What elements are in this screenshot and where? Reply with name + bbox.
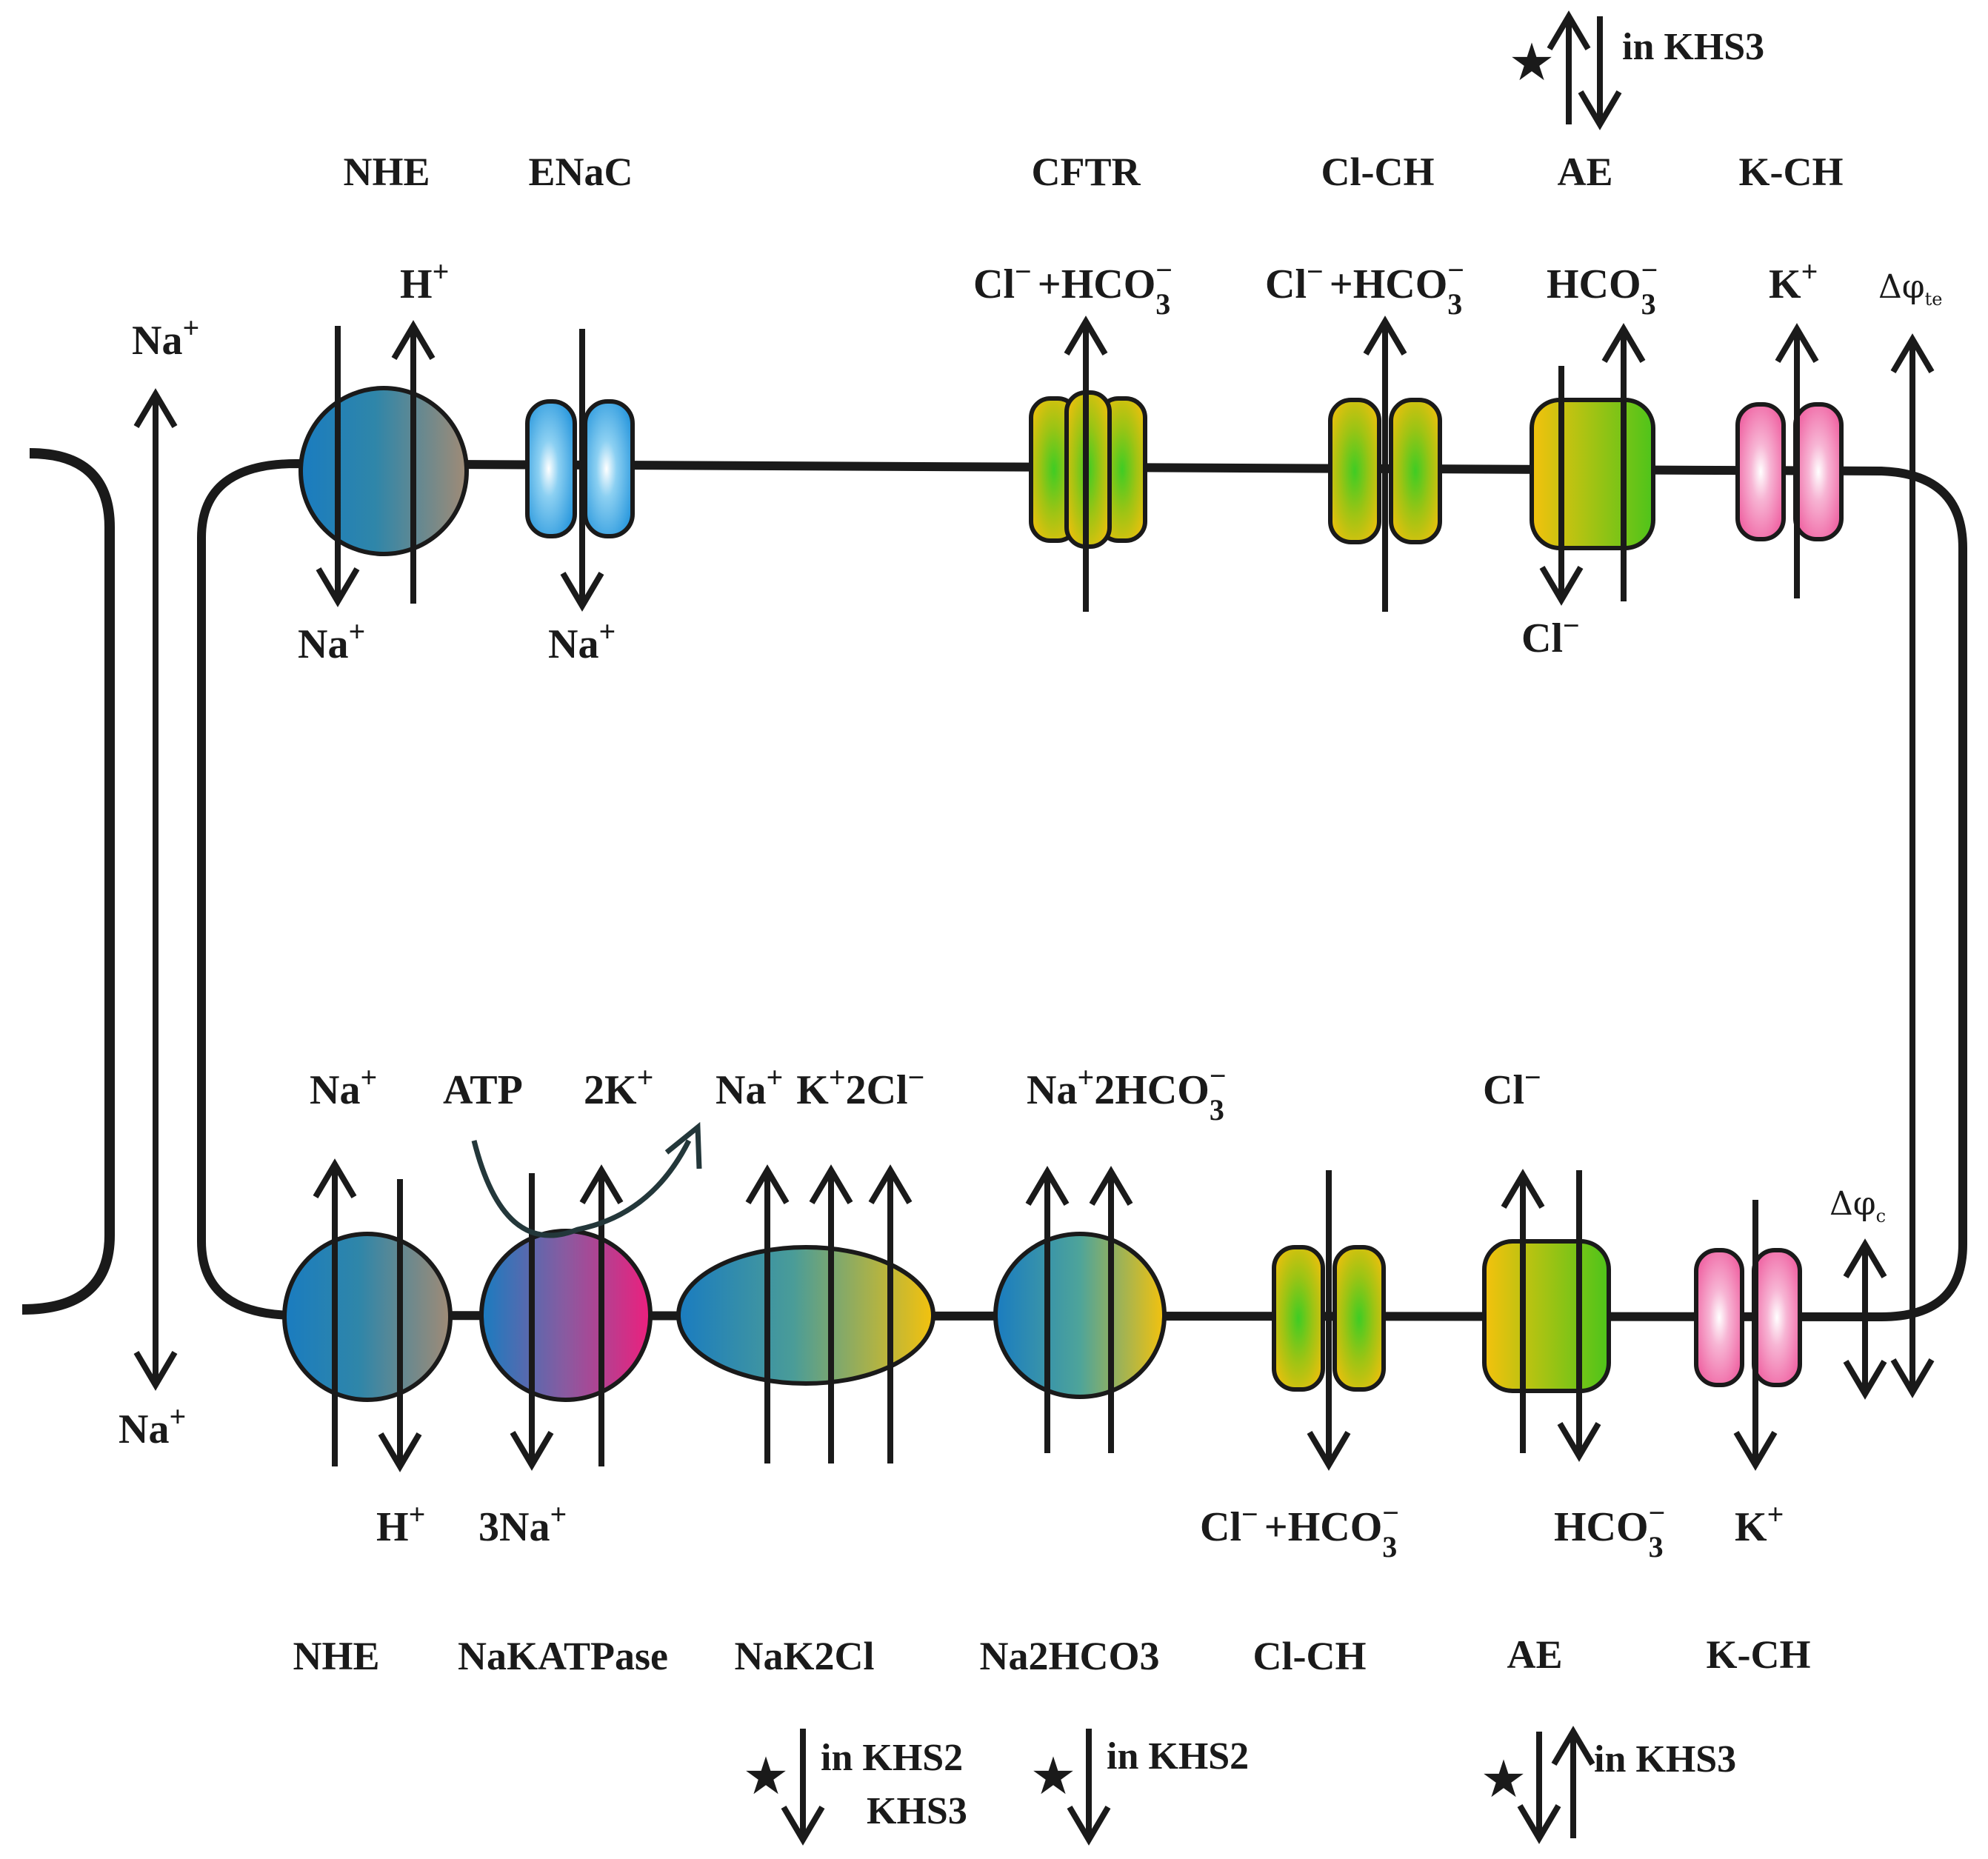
baso-kch-k-arrow-head	[1733, 1430, 1778, 1471]
transepithelial-potential-arrow-head	[1890, 1358, 1935, 1398]
baso-reg2-down-arrow-head	[1067, 1805, 1111, 1846]
apical-nhe-h-arrow-head	[391, 320, 436, 361]
apical-ion-clch: Cl−+HCO3−	[1265, 253, 1464, 321]
apical-reg-up-arrow-head	[1547, 10, 1591, 51]
apical-ion-na-nhe: Na+	[298, 615, 365, 667]
baso-clch-anion-arrow-head	[1307, 1430, 1351, 1471]
apical-nhe-na-arrow-head	[316, 567, 360, 607]
enac-na-arrow-head	[560, 571, 604, 612]
basolateral-ae-exchanger	[1482, 1239, 1611, 1393]
apical-ae-hco3-arrow-head	[1601, 323, 1646, 364]
apical-label-kch: K-CH	[1739, 150, 1844, 194]
baso-ion-3na: 3Na+	[478, 1498, 567, 1550]
baso-reg1-down-arrow-head	[781, 1805, 825, 1846]
na2hco3-na-arrow-head	[1025, 1166, 1070, 1206]
apical-label-cftr: CFTR	[1032, 150, 1141, 194]
apical-ion-cftr: Cl−+HCO3−	[973, 253, 1173, 321]
atp-curve-arrow	[471, 1139, 692, 1238]
apical-ion-cl-ae: Cl−	[1521, 609, 1580, 661]
baso-reg3-star: ★	[1481, 1749, 1527, 1809]
apical-clch-channel	[1328, 398, 1442, 544]
baso-reg1-star: ★	[743, 1746, 790, 1806]
paracellular-na-bottom: Na+	[119, 1400, 186, 1452]
baso-nhe-h-arrow-head	[378, 1432, 422, 1472]
apical-label-enac: ENaC	[528, 150, 633, 194]
apical-kch-channel	[1735, 402, 1844, 541]
baso-label-nak2cl: NaK2Cl	[735, 1634, 875, 1678]
na2hco3-cotransporter	[993, 1232, 1167, 1399]
baso-ae-hco3-arrow-head	[1557, 1421, 1601, 1462]
baso-ion-na-nhe: Na+	[310, 1061, 377, 1113]
baso-reg1-line1: in KHS2	[821, 1737, 963, 1779]
baso-reg2-line1: in KHS2	[1107, 1735, 1249, 1778]
apical-reg-star: ★	[1509, 32, 1555, 93]
pump-k-arrow-head	[579, 1164, 624, 1205]
paracellular-na-top: Na+	[132, 311, 199, 364]
baso-ion-na2hco3: Na+2HCO3−	[1027, 1059, 1227, 1127]
baso-reg2-star: ★	[1030, 1746, 1077, 1806]
baso-ion-cl-ae: Cl−	[1483, 1061, 1541, 1113]
apical-reg-text: in KHS3	[1622, 26, 1764, 68]
apical-clch-anion-arrow-head	[1363, 316, 1407, 356]
transepithelial-potential-arrow-start-head	[1890, 333, 1935, 374]
flux-arrows	[133, 10, 1935, 1846]
apical-nhe-transporter	[298, 386, 469, 556]
baso-ion-k: K+	[1735, 1498, 1784, 1550]
apical-ion-h: H+	[400, 255, 449, 307]
baso-nhe-na-arrow-head	[313, 1158, 357, 1199]
apical-reg-down-arrow-head	[1578, 90, 1622, 130]
atp-curve-arrowhead	[664, 1121, 702, 1169]
apical-label-clch: Cl-CH	[1321, 150, 1435, 194]
cell-potential-arrow-start-head	[1843, 1238, 1887, 1279]
baso-ion-hco3-ae: HCO3−	[1554, 1496, 1665, 1563]
enac-channel	[525, 399, 635, 538]
baso-ion-h: H+	[376, 1498, 425, 1550]
paracellular-na-arrow-start-head	[133, 388, 178, 429]
apical-kch-k-arrow-head	[1775, 323, 1819, 364]
cell-membrane	[197, 458, 1967, 1322]
cftr-channel	[1029, 390, 1147, 549]
apical-label-ae: AE	[1557, 150, 1612, 194]
apical-ion-k: K+	[1769, 255, 1818, 307]
baso-potential-label: Δφc	[1829, 1185, 1886, 1226]
pump-na-arrow-head	[510, 1430, 554, 1471]
na2hco3-hco3-arrow-head	[1089, 1166, 1133, 1206]
basolateral-clch-channel	[1272, 1245, 1386, 1392]
apical-potential-label: Δφte	[1878, 268, 1942, 310]
baso-label-nakatpase: NaKATPase	[458, 1634, 668, 1678]
baso-reg3-down-arrow-head	[1517, 1803, 1561, 1844]
baso-label-clch: Cl-CH	[1253, 1634, 1367, 1678]
paracellular-na-arrow-head	[133, 1350, 178, 1391]
apical-ae-cl-arrow-head	[1539, 565, 1584, 606]
nak2cl-cotransporter	[676, 1245, 935, 1386]
apical-label-nhe: NHE	[343, 150, 430, 194]
baso-ion-atp: ATP	[443, 1067, 523, 1113]
baso-label-na2hco3: Na2HCO3	[980, 1634, 1160, 1678]
cell-potential-arrow-head	[1843, 1359, 1887, 1400]
nak2cl-na-arrow-head	[745, 1164, 790, 1205]
nak2cl-cl-arrow-head	[868, 1164, 913, 1205]
baso-ion-2k: 2K+	[584, 1061, 653, 1113]
baso-ion-clch: Cl−+HCO3−	[1200, 1496, 1399, 1563]
cftr-anion-arrow-head	[1064, 316, 1108, 356]
nakatpase-pump	[479, 1229, 653, 1402]
nak2cl-k-arrow-head	[809, 1164, 853, 1205]
baso-ae-cl-arrow-head	[1501, 1169, 1545, 1209]
apical-ion-hco3: HCO3−	[1547, 253, 1658, 321]
baso-ion-nak2cl: Na+K+2Cl−	[716, 1061, 924, 1113]
baso-reg3-line1: in KHS3	[1594, 1738, 1736, 1780]
baso-label-nhe: NHE	[293, 1634, 379, 1678]
baso-reg3-up-arrow-head	[1551, 1726, 1595, 1766]
baso-reg1-line2: KHS3	[867, 1790, 967, 1832]
baso-label-ae: AE	[1507, 1632, 1562, 1677]
apical-ae-exchanger	[1530, 398, 1655, 550]
baso-label-kch: K-CH	[1707, 1632, 1811, 1677]
apical-ion-na-enac: Na+	[548, 615, 616, 667]
neighbour-cell-outline	[21, 448, 115, 1315]
basolateral-nhe-transporter	[282, 1232, 453, 1402]
